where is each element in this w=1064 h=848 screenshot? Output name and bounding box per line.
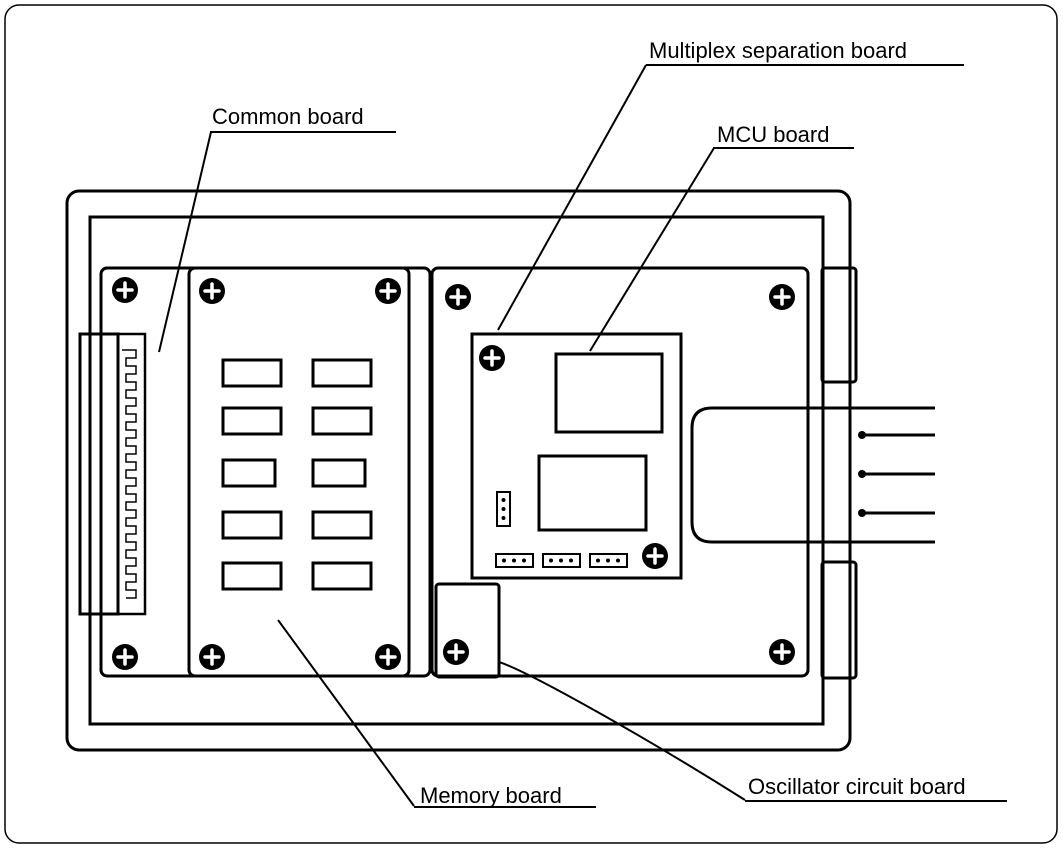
underline-mcu-board — [713, 147, 854, 149]
jumper — [495, 553, 534, 568]
side-clip-bottom — [820, 560, 858, 680]
right-base-board — [430, 266, 810, 678]
jumper-vertical — [496, 491, 511, 527]
leader-multiplex-board — [497, 64, 647, 331]
label-multiplex-separation-board: Multiplex separation board — [649, 38, 908, 63]
mcu-chip-upper — [554, 352, 664, 434]
side-clip-top — [820, 266, 858, 384]
memory-chip — [311, 561, 373, 591]
memory-chip — [221, 458, 277, 488]
label-oscillator-circuit-board: Oscillator circuit board — [748, 774, 966, 799]
screw-slot — [203, 648, 221, 666]
underline-oscillator-circuit-board — [745, 800, 1007, 802]
left-base-board — [99, 266, 432, 678]
leader-mcu-board — [589, 147, 715, 352]
screw-slot — [203, 282, 221, 300]
edge-connector-pins — [116, 332, 147, 616]
label-memory-board: Memory board — [420, 783, 562, 808]
memory-chip — [311, 406, 373, 436]
leader-lines — [158, 64, 746, 807]
outer-frame — [4, 4, 1058, 844]
jumpers — [495, 491, 628, 568]
memory-chip — [221, 561, 283, 591]
memory-chips — [221, 358, 373, 591]
enclosure-outer — [65, 189, 852, 752]
jumper-pins — [501, 498, 620, 563]
screw-slot — [773, 288, 791, 306]
memory-chip — [311, 358, 373, 388]
leader-common-board — [158, 131, 212, 353]
leader-oscillator-board — [498, 661, 746, 801]
screw-slot — [773, 643, 791, 661]
memory-chip — [311, 510, 373, 540]
underline-common-board — [210, 131, 396, 133]
memory-chip — [221, 510, 283, 540]
label-common-board: Common board — [212, 104, 364, 129]
screw-slot — [379, 282, 397, 300]
leader-memory-board — [277, 619, 415, 807]
enclosure-inner — [88, 215, 825, 726]
screw-slot — [449, 288, 467, 306]
screw-slot — [116, 281, 134, 299]
memory-chip — [311, 458, 367, 488]
mcu-board — [470, 332, 683, 580]
screw-slot — [483, 349, 501, 367]
underline-multiplex-separation-board — [646, 64, 964, 66]
cable-leads — [862, 433, 935, 515]
mcu-chip-lower — [537, 454, 648, 532]
memory-chip — [221, 358, 283, 388]
cable-tab — [690, 406, 935, 544]
underline-memory-board — [414, 806, 596, 808]
memory-chip — [221, 406, 283, 436]
screw-slot — [379, 648, 397, 666]
screws — [112, 277, 795, 670]
cable-lead-dots — [858, 431, 866, 517]
jumper — [542, 553, 581, 568]
edge-connector-body — [78, 332, 120, 616]
screw-slot — [646, 547, 664, 565]
label-mcu-board: MCU board — [717, 122, 830, 147]
memory-board — [187, 266, 411, 678]
screw-slot — [447, 643, 465, 661]
oscillator-board — [434, 582, 501, 679]
jumper — [589, 553, 628, 568]
screw-slot — [116, 648, 134, 666]
edge-connector-teeth — [122, 349, 137, 599]
